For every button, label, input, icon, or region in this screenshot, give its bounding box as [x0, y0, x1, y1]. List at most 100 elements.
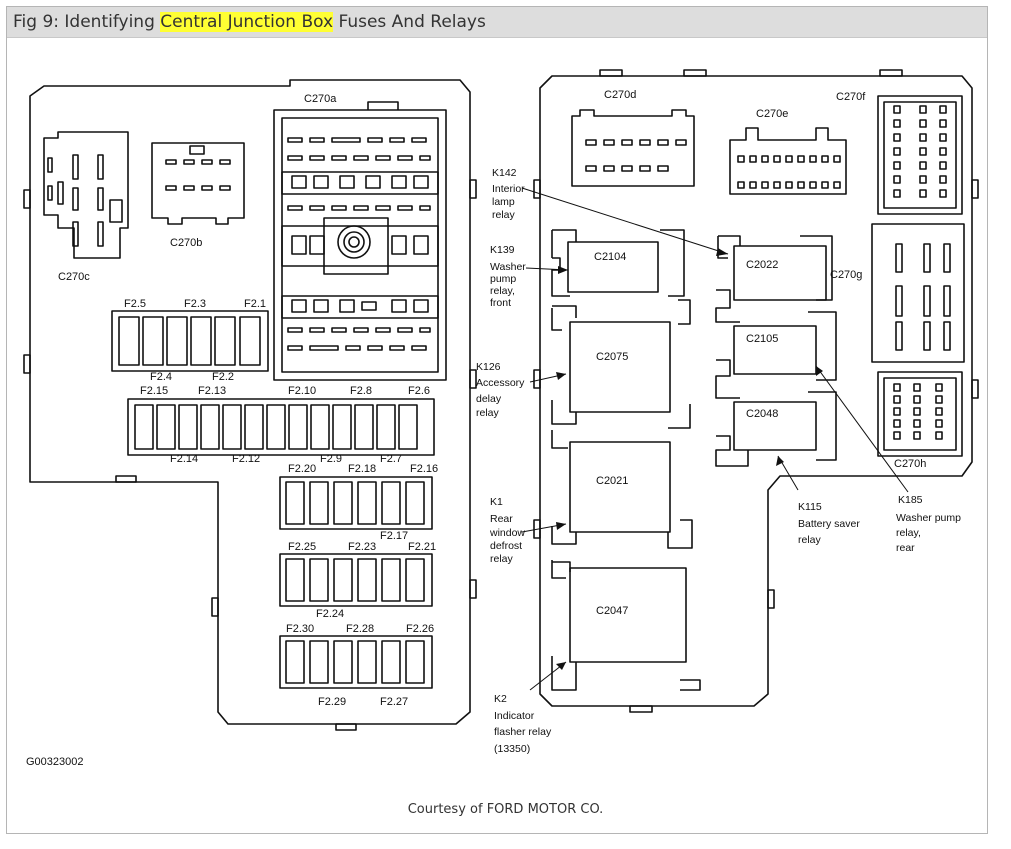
svg-text:Interior: Interior — [492, 183, 525, 195]
connector-c270f — [877, 95, 963, 215]
svg-text:relay,: relay, — [896, 527, 921, 539]
relay-c2075 — [551, 299, 691, 429]
fuse-label-f2-23: F2.23 — [348, 541, 376, 553]
svg-text:Rear: Rear — [490, 513, 513, 525]
svg-text:Washer pump: Washer pump — [896, 512, 961, 524]
figure-id: G00323002 — [26, 756, 84, 768]
relay-label-c2022: C2022 — [746, 259, 778, 271]
svg-text:relay: relay — [476, 407, 500, 419]
fuse-label-f2-16: F2.16 — [410, 463, 438, 475]
title-bar: Fig 9: Identifying Central Junction Box … — [7, 7, 987, 38]
right-box-outline — [539, 75, 973, 707]
title-prefix: Fig 9: Identifying — [13, 12, 161, 32]
connector-c270c — [43, 131, 129, 259]
relay-label-c2021: C2021 — [596, 475, 628, 487]
svg-text:flasher relay: flasher relay — [494, 726, 552, 738]
fuse-label-f2-6: F2.6 — [408, 385, 430, 397]
callout-arrowheads — [556, 248, 823, 670]
left-box-outline — [29, 79, 471, 725]
relay-c2048 — [715, 391, 837, 467]
svg-text:K139: K139 — [490, 244, 515, 256]
fuse-label-f2-17: F2.17 — [380, 530, 408, 542]
svg-text:Indicator: Indicator — [494, 710, 535, 722]
fuse-label-f2-12: F2.12 — [232, 453, 260, 465]
relay-c2047 — [551, 560, 701, 691]
fuse-block-f2-1-to-f2-5 — [111, 310, 269, 372]
svg-text:K142: K142 — [492, 167, 517, 179]
figure-title: Fig 9: Identifying Central Junction Box … — [13, 12, 486, 32]
label-c270f: C270f — [836, 91, 866, 103]
fuse-label-f2-1: F2.1 — [244, 298, 266, 310]
fuse-label-f2-8: F2.8 — [350, 385, 372, 397]
connector-c270b — [151, 142, 245, 225]
fuse-label-f2-14: F2.14 — [170, 453, 198, 465]
relay-label-c2105: C2105 — [746, 333, 778, 345]
fuse-label-f2-2: F2.2 — [212, 371, 234, 383]
fuse-label-f2-29: F2.29 — [318, 696, 346, 708]
fuse-block-f2-16-to-f2-20 — [279, 476, 433, 530]
relay-label-c2075: C2075 — [596, 351, 628, 363]
callout-k139: K139 Washer pump relay, front — [490, 244, 526, 309]
relay-label-c2047: C2047 — [596, 605, 628, 617]
relay-c2021 — [551, 430, 693, 572]
label-c270d: C270d — [604, 89, 636, 101]
fuse-label-f2-10: F2.10 — [288, 385, 316, 397]
svg-text:pump: pump — [490, 273, 516, 285]
label-c270h: C270h — [894, 458, 926, 470]
svg-text:Washer: Washer — [490, 261, 526, 273]
label-c270e: C270e — [756, 108, 788, 120]
label-c270b: C270b — [170, 237, 202, 249]
callout-k1: K1 Rear window defrost relay — [489, 496, 525, 565]
callout-k2: K2 Indicator flasher relay (13350) — [494, 693, 552, 755]
fuse-label-f2-26: F2.26 — [406, 623, 434, 635]
svg-text:front: front — [490, 297, 511, 309]
svg-text:Accessory: Accessory — [476, 377, 525, 389]
svg-text:relay: relay — [490, 553, 514, 565]
svg-text:window: window — [489, 527, 525, 539]
fuse-label-f2-5: F2.5 — [124, 298, 146, 310]
fuse-label-f2-20: F2.20 — [288, 463, 316, 475]
fuse-label-f2-15: F2.15 — [140, 385, 168, 397]
fuse-label-f2-4: F2.4 — [150, 371, 172, 383]
fuse-label-f2-21: F2.21 — [408, 541, 436, 553]
fuse-label-f2-7: F2.7 — [380, 453, 402, 465]
fuse-label-f2-13: F2.13 — [198, 385, 226, 397]
svg-text:Battery saver: Battery saver — [798, 518, 860, 530]
fuse-label-f2-3: F2.3 — [184, 298, 206, 310]
svg-text:(13350): (13350) — [494, 743, 530, 755]
svg-text:K126: K126 — [476, 361, 501, 373]
relay-c2104 — [551, 229, 685, 318]
callout-k185: K185 Washer pump relay, rear — [896, 494, 961, 554]
relay-label-c2104: C2104 — [594, 251, 626, 263]
relay-c2105 — [715, 311, 837, 399]
connector-c270d — [571, 109, 695, 187]
connector-c270g — [871, 223, 965, 363]
connector-c270h — [877, 371, 963, 457]
svg-text:relay: relay — [492, 209, 516, 221]
svg-text:defrost: defrost — [490, 540, 522, 552]
fuse-label-f2-18: F2.18 — [348, 463, 376, 475]
label-c270c: C270c — [58, 271, 90, 283]
figure-frame: Fig 9: Identifying Central Junction Box … — [6, 6, 988, 834]
relay-label-c2048: C2048 — [746, 408, 778, 420]
fuse-label-f2-27: F2.27 — [380, 696, 408, 708]
fuse-label-f2-25: F2.25 — [288, 541, 316, 553]
svg-text:rear: rear — [896, 542, 915, 554]
connector-c270e — [729, 127, 847, 195]
callout-k126: K126 Accessory delay relay — [476, 361, 525, 419]
svg-text:delay: delay — [476, 393, 502, 405]
fuse-block-f2-21-to-f2-25 — [279, 553, 433, 607]
svg-text:relay,: relay, — [490, 285, 515, 297]
svg-text:K115: K115 — [798, 501, 822, 513]
svg-text:lamp: lamp — [492, 196, 515, 208]
fuse-label-f2-28: F2.28 — [346, 623, 374, 635]
fuse-label-f2-9: F2.9 — [320, 453, 342, 465]
label-c270g: C270g — [830, 269, 862, 281]
courtesy-credit: Courtesy of FORD MOTOR CO. — [407, 802, 604, 817]
title-highlight: Central Junction Box — [160, 12, 334, 32]
title-suffix: Fuses And Relays — [333, 12, 486, 32]
callout-k115: K115 Battery saver relay — [798, 501, 860, 546]
relay-c2022 — [715, 235, 833, 323]
svg-text:K2: K2 — [494, 693, 507, 705]
